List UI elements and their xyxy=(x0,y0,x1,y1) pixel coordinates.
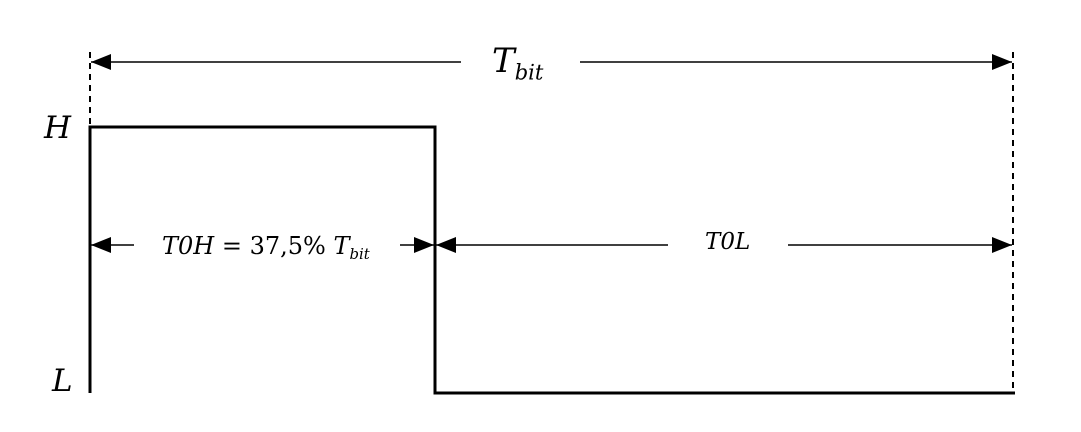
t0h-equation: = 37,5% xyxy=(221,232,326,260)
tbit-period-label: Tbit xyxy=(492,44,543,82)
high-level-label: H xyxy=(44,110,72,146)
t0h-ref-subscript: bit xyxy=(349,245,370,264)
t0h-name: T0H xyxy=(162,232,215,260)
low-level-label: L xyxy=(52,363,73,399)
t0h-duration-label: T0H = 37,5% Tbit xyxy=(162,234,370,262)
waveform-signal xyxy=(88,125,1015,395)
t0l-duration-label: T0L xyxy=(705,229,751,255)
tbit-label-subscript: bit xyxy=(514,59,544,85)
t0h-ref-main: T xyxy=(333,232,350,260)
tbit-label-main: T xyxy=(492,41,515,81)
